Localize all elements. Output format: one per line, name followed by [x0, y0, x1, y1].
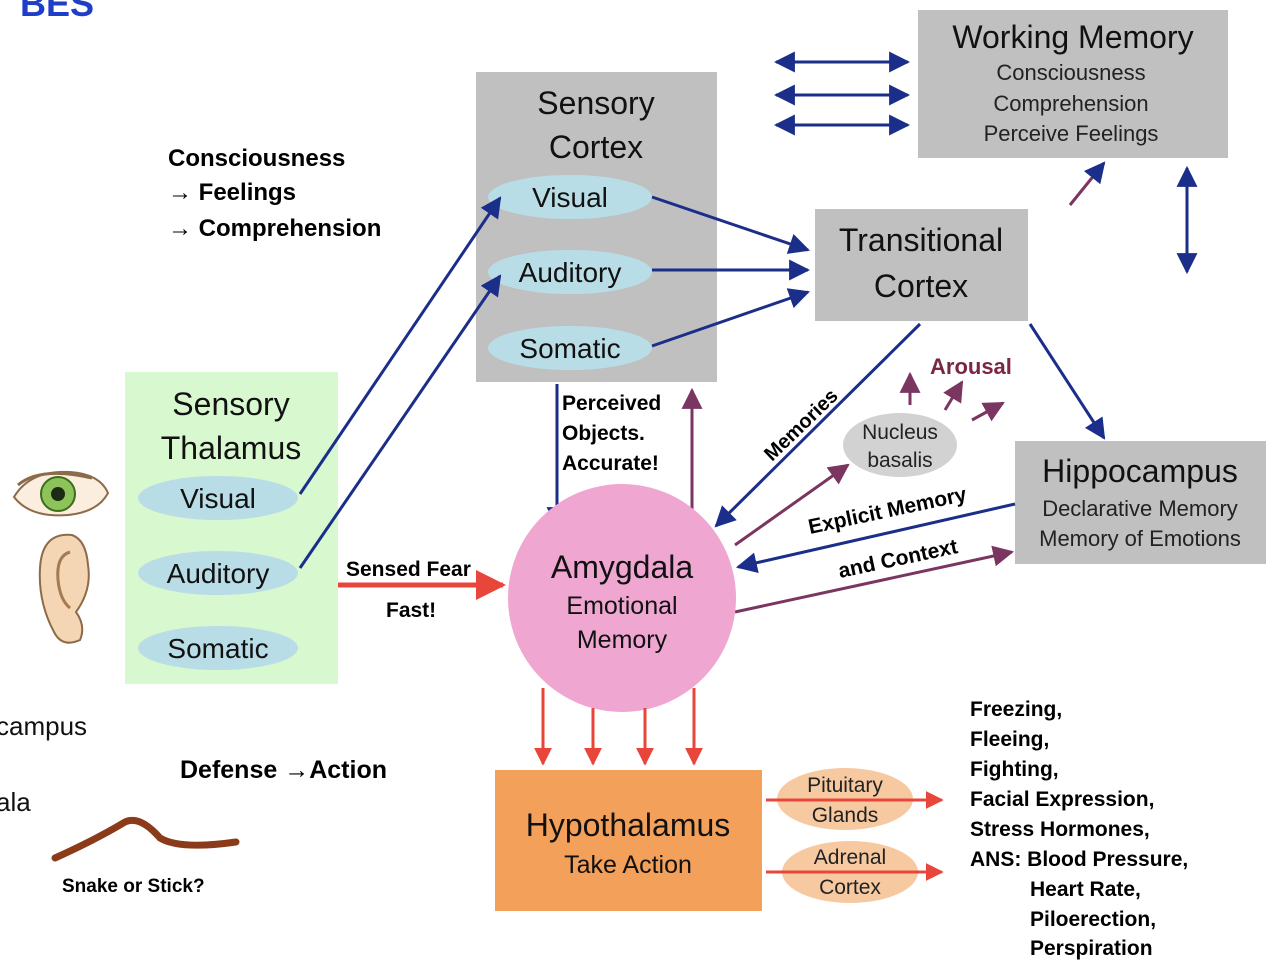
thalamus-somatic-label: Somatic	[167, 633, 268, 664]
amygdala-to-hypothalamus-arrows	[534, 688, 703, 766]
hippocampus-line: Declarative Memory	[1042, 496, 1238, 521]
cortex-visual-oval	[488, 175, 652, 219]
explicit-memory-label: Explicit Memory	[806, 483, 969, 539]
response-item: Fighting,	[970, 758, 1059, 781]
hippocampus-line: Memory of Emotions	[1039, 526, 1241, 551]
header-partial: BES	[20, 0, 94, 24]
consciousness-line: → Comprehension	[168, 215, 381, 242]
working-memory-line: Comprehension	[993, 91, 1148, 116]
amygdala-title: Amygdala	[551, 549, 694, 585]
consciousness-line: → Feelings	[168, 179, 296, 206]
memories-label: Memories	[760, 385, 842, 466]
consciousness-line: Consciousness	[168, 145, 345, 172]
cortex-to-transitional-arrows	[651, 195, 811, 348]
pituitary-label: Glands	[812, 804, 879, 827]
amygdala-outbound-purple-arrows	[734, 463, 1015, 614]
cortex-somatic-label: Somatic	[519, 333, 620, 364]
thalamus-to-cortex-arrows	[298, 196, 502, 569]
working-memory-line: Consciousness	[996, 60, 1145, 85]
thalamus-visual-oval	[138, 476, 298, 520]
arousal-label: Arousal	[930, 354, 1012, 379]
thalamus-title: Sensory	[172, 386, 289, 422]
nucleus-basalis-label: Nucleus	[862, 421, 938, 444]
sensory-cortex-title: Cortex	[549, 129, 643, 165]
transitional-to-working-arrow	[1068, 161, 1106, 206]
cortex-auditory-oval	[488, 250, 652, 294]
arousal-arrows	[899, 371, 1005, 422]
perceived-line: Objects.	[562, 422, 645, 445]
left-cut-text: campus	[0, 711, 87, 741]
hypothalamus-box: Hypothalamus Take Action	[495, 770, 762, 911]
response-item: Freezing,	[970, 698, 1062, 721]
response-item: Fleeing,	[970, 728, 1049, 751]
hypothalamus-title: Hypothalamus	[526, 807, 731, 843]
hormone-output-arrows	[766, 791, 944, 881]
snake-or-stick-label: Snake or Stick?	[62, 876, 205, 897]
hypothalamus-sub: Take Action	[564, 851, 692, 879]
thalamus-auditory-label: Auditory	[167, 558, 270, 589]
response-item: Piloerection,	[1030, 908, 1156, 931]
cortex-somatic-oval	[488, 326, 652, 370]
transitional-cortex-title: Cortex	[874, 268, 968, 304]
hippocampus-box: Hippocampus Declarative Memory Memory of…	[1015, 441, 1266, 564]
response-item: Perspiration	[1030, 937, 1153, 960]
cortex-visual-label: Visual	[532, 182, 608, 213]
transitional-downstream-arrows	[714, 322, 1106, 574]
amygdala-line: Emotional	[566, 592, 677, 620]
fast-label: Fast!	[386, 599, 436, 622]
defense-action-label: Defense →Action	[180, 756, 387, 784]
sensed-fear-label: Sensed Fear	[346, 558, 471, 581]
working-memory-title: Working Memory	[952, 19, 1193, 55]
thalamus-visual-label: Visual	[180, 483, 256, 514]
adrenal-label: Cortex	[819, 876, 881, 899]
working-memory-box: Working Memory Consciousness Comprehensi…	[918, 10, 1228, 158]
perceived-line: Perceived	[562, 392, 661, 415]
nucleus-basalis-label: basalis	[867, 449, 932, 472]
snake-stick-icon	[51, 816, 240, 862]
response-item: Facial Expression,	[970, 788, 1154, 811]
thalamus-title: Thalamus	[161, 430, 302, 466]
sensory-cortex-title: Sensory	[537, 85, 654, 121]
eye-icon	[12, 470, 110, 517]
amygdala-line: Memory	[577, 626, 668, 654]
perceived-label: Perceived Objects. Accurate!	[562, 392, 661, 475]
perceived-line: Accurate!	[562, 452, 659, 475]
sensory-thalamus-box: Sensory Thalamus Visual Auditory Somatic	[125, 372, 338, 684]
cortex-working-memory-arrows	[773, 51, 1198, 275]
transitional-cortex-title: Transitional	[839, 222, 1003, 258]
consciousness-label: Consciousness → Feelings → Comprehension	[168, 145, 381, 242]
pituitary-label: Pituitary	[807, 774, 883, 797]
response-item: Heart Rate,	[1030, 878, 1141, 901]
thalamus-somatic-oval	[138, 626, 298, 670]
ear-icon	[38, 533, 90, 644]
amygdala-node: Amygdala Emotional Memory	[508, 484, 736, 712]
response-item: Stress Hormones,	[970, 818, 1150, 841]
hippocampus-title: Hippocampus	[1042, 453, 1238, 489]
sensory-cortex-box: Sensory Cortex Visual Auditory Somatic	[476, 72, 717, 382]
nucleus-basalis-oval: Nucleus basalis	[843, 413, 957, 477]
responses-list: Freezing, Fleeing, Fighting, Facial Expr…	[970, 698, 1188, 960]
transitional-cortex-box: Transitional Cortex	[815, 209, 1028, 321]
response-item: ANS: Blood Pressure,	[970, 848, 1188, 871]
cortex-auditory-label: Auditory	[519, 257, 622, 288]
working-memory-line: Perceive Feelings	[984, 121, 1159, 146]
thalamus-auditory-oval	[138, 551, 298, 595]
left-cut-text: ala	[0, 787, 31, 817]
adrenal-label: Adrenal	[814, 846, 886, 869]
